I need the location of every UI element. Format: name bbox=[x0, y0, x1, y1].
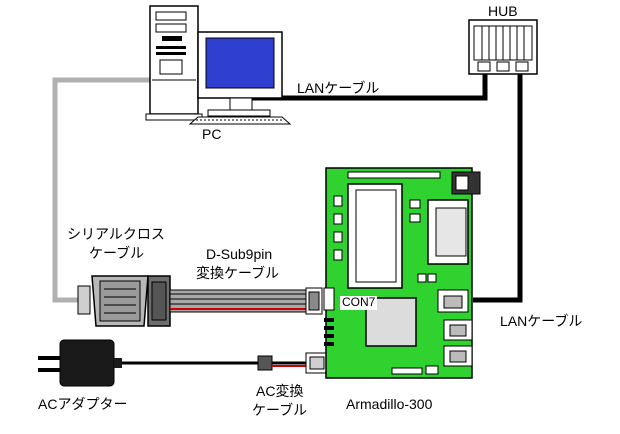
db9-connector bbox=[77, 275, 171, 327]
pc-label: PC bbox=[202, 126, 222, 142]
board-label: Armadillo-300 bbox=[346, 396, 433, 412]
con7-label: CON7 bbox=[340, 295, 378, 310]
lan-cable-pc-hub bbox=[252, 74, 488, 101]
pin-header-top bbox=[347, 171, 441, 179]
serial-cross-cable bbox=[52, 77, 152, 303]
con7-header bbox=[323, 287, 335, 311]
dsub-cable-label-line1: D-Sub9pin bbox=[206, 246, 273, 262]
pc-tower bbox=[145, 5, 203, 121]
ac-adapter-label: ACアダプター bbox=[38, 396, 128, 412]
ac-adapter bbox=[38, 339, 122, 387]
serial-cable-label-line2: ケーブル bbox=[89, 245, 145, 261]
dsub-cable-label-line2: 変換ケーブル bbox=[196, 265, 280, 281]
ac-cable-label-line1: AC変換 bbox=[256, 383, 304, 399]
hub-label: HUB bbox=[488, 3, 518, 19]
pc-monitor bbox=[197, 31, 283, 117]
ac-cable-label-line2: ケーブル bbox=[252, 402, 308, 418]
dsub9-conversion-cable bbox=[169, 287, 323, 315]
pc-keyboard bbox=[188, 116, 292, 125]
ac-conversion-cable bbox=[122, 352, 329, 374]
lan-cable-hub-board bbox=[473, 74, 523, 303]
lan-cable-right-label: LANケーブル bbox=[500, 313, 583, 329]
serial-cable-label-line1: シリアルクロス bbox=[67, 226, 165, 242]
armadillo-board bbox=[323, 167, 481, 379]
lan-cable-top-label: LANケーブル bbox=[297, 80, 380, 96]
network-hub bbox=[468, 19, 538, 75]
